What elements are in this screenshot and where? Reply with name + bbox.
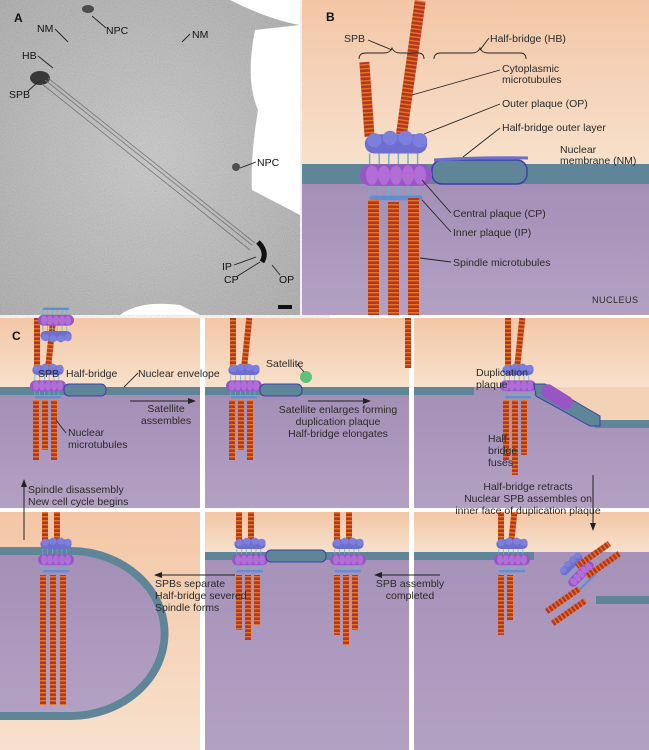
half-bridge	[63, 383, 107, 397]
cytoplasmic-microtubule	[359, 61, 375, 138]
panel-b-letter: B	[326, 10, 335, 24]
step-5-line-3: Spindle forms	[155, 602, 219, 614]
step-4-line-2: completed	[386, 590, 435, 602]
stage-6	[37, 307, 75, 705]
stage-5	[231, 512, 367, 645]
spb-density	[30, 71, 50, 85]
label-hb: HB	[22, 50, 37, 62]
step-3-line-3: inner face of duplication plaque	[455, 505, 601, 517]
label-spb: SPB	[38, 368, 59, 380]
label-satellite: Satellite	[266, 358, 304, 370]
label-half-bridge: Half-bridge (HB)	[490, 33, 566, 45]
step-3-line-2: Nuclear SPB assembles on	[464, 493, 592, 505]
label-duplication: Duplication	[476, 367, 528, 379]
label-spindle-microtubules: Spindle microtubules	[453, 257, 550, 269]
spindle-microtubule	[368, 200, 379, 315]
label-bridge: bridge	[488, 445, 517, 457]
label-cytoplasmic: Cytoplasmic	[502, 63, 559, 75]
step-5-line-2: Half-bridge severed	[155, 590, 247, 602]
label-cp: CP	[224, 274, 239, 286]
label-inner-plaque: Inner plaque (IP)	[453, 227, 531, 239]
step-2-line-1: Satellite enlarges forming	[279, 404, 398, 416]
duplication-plaque	[541, 384, 573, 410]
label-nuclear-microtubules: microtubules	[68, 439, 128, 451]
step-2-line-2: duplication plaque	[296, 416, 381, 428]
cytoplasm-region	[250, 25, 300, 215]
step-6-line-2: New cell cycle begins	[28, 496, 128, 508]
stage-1	[29, 317, 107, 460]
step-6-line-1: Spindle disassembly	[28, 484, 124, 496]
label-microtubules: microtubules	[502, 74, 562, 86]
label-outer-plaque: Outer plaque (OP)	[502, 98, 588, 110]
nucleus	[302, 184, 649, 315]
cytoplasmic-microtubule	[396, 0, 426, 136]
label-nuclear-membrane: membrane (NM)	[560, 155, 636, 167]
stage-3-spb	[499, 317, 601, 475]
panel-a-micrograph: A NM NPC NM HB SPB NPC IP CP OP	[0, 0, 300, 315]
label-fuses: fuses	[488, 457, 513, 469]
panel-b-schematic: B SPB Half-bridge (HB) Cytoplasmic micro…	[302, 0, 649, 315]
stage-3	[405, 318, 411, 368]
label-half-bridge-outer-layer: Half-bridge outer layer	[502, 122, 606, 134]
spindle-microtubule	[408, 198, 419, 315]
label-spb: SPB	[344, 33, 365, 45]
step-1-line-1: Satellite	[147, 403, 185, 415]
label-half-bridge: Half-bridge	[66, 368, 118, 380]
panel-c-schematic: C SPB Half-bridge Nuclear envelope Nucle…	[0, 307, 649, 750]
label-nucleus: NUCLEUS	[592, 295, 639, 305]
row-1-background	[0, 318, 649, 508]
label-nm-2: NM	[192, 29, 208, 41]
label-central-plaque: Central plaque (CP)	[453, 208, 546, 220]
panel-a-letter: A	[14, 11, 23, 25]
row-2-background	[0, 512, 649, 750]
label-nuclear: Nuclear	[68, 427, 105, 439]
cytoplasm	[302, 0, 649, 165]
half-bridge	[431, 159, 528, 185]
stage-2	[225, 317, 312, 460]
label-npc-2: NPC	[257, 157, 280, 169]
satellite	[300, 371, 312, 383]
step-4-line-1: SPB assembly	[376, 578, 445, 590]
step-2-line-3: Half-bridge elongates	[288, 428, 388, 440]
label-half: Half-	[488, 433, 511, 445]
label-ip: IP	[222, 261, 232, 273]
half-bridge-outer-layer	[433, 156, 529, 162]
stage-4	[493, 511, 622, 635]
label-spb: SPB	[9, 89, 30, 101]
spindle-microtubule	[388, 202, 399, 315]
label-nuclear-envelope: Nuclear envelope	[138, 368, 220, 380]
scale-bar	[278, 305, 292, 309]
label-duplication-plaque: plaque	[476, 379, 508, 391]
spb-density-2	[256, 240, 267, 264]
step-1-line-2: assembles	[141, 415, 191, 427]
step-3-line-1: Half-bridge retracts	[483, 481, 572, 493]
label-npc: NPC	[106, 25, 129, 37]
label-nuclear: Nuclear	[560, 144, 597, 156]
step-5-line-1: SPBs separate	[155, 578, 225, 590]
label-nm: NM	[37, 23, 53, 35]
label-op: OP	[279, 274, 294, 286]
panel-c-letter: C	[12, 329, 21, 343]
